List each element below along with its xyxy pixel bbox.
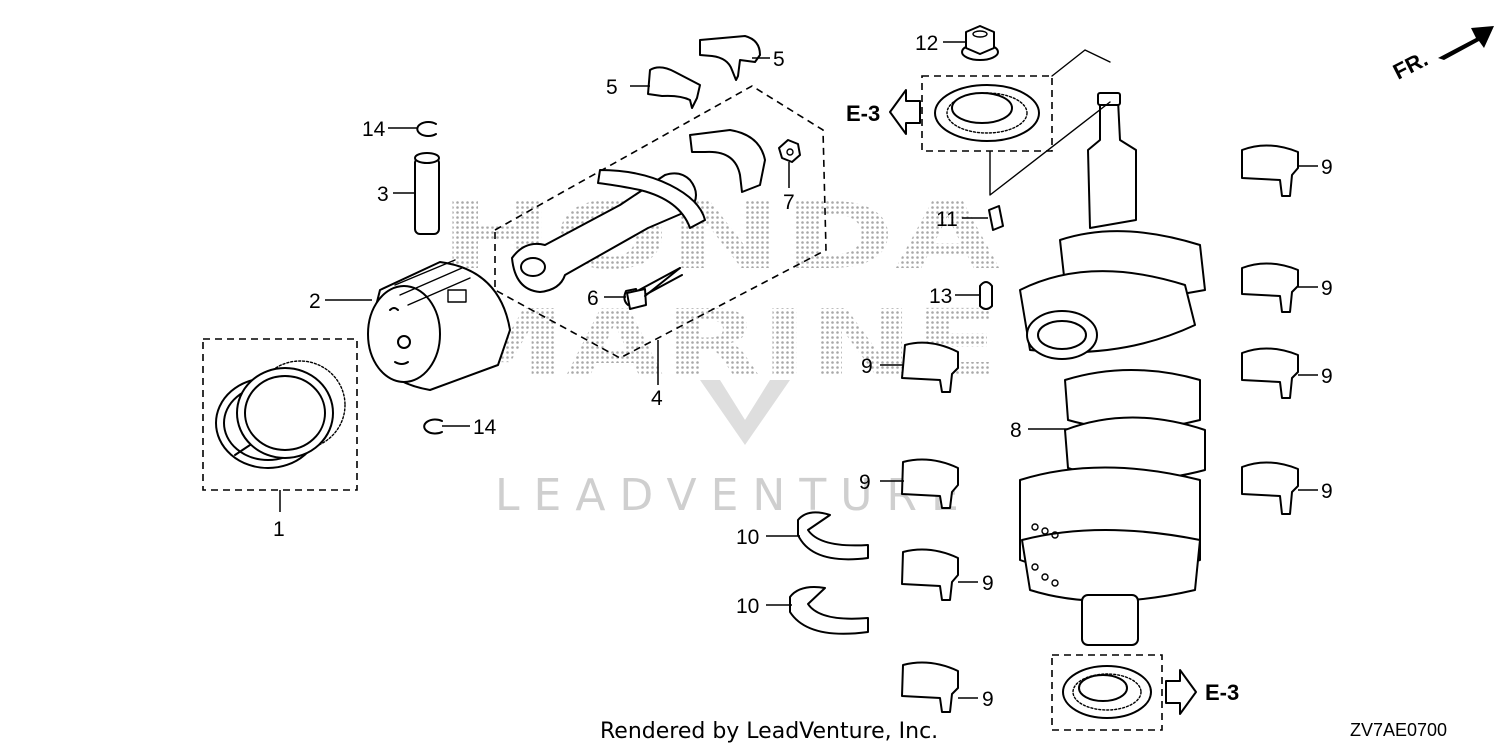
seal-connector-line-2 [1051, 49, 1111, 77]
watermark-logo-mark [700, 380, 790, 445]
callout-5a[interactable]: 5 [773, 48, 785, 71]
part-2-piston[interactable] [367, 259, 511, 391]
callout-4[interactable]: 4 [651, 387, 663, 410]
front-marker-label: FR. [1389, 46, 1432, 84]
part-7-rod-nut[interactable] [778, 139, 801, 163]
oil-seal-top[interactable] [921, 75, 1053, 152]
part-12-flange-nut[interactable] [961, 25, 999, 61]
part-5-rod-bearing-top[interactable] [699, 35, 761, 81]
callouts: 1 2 3 4 5 5 6 7 8 9 9 9 9 9 9 9 9 10 10 … [273, 32, 1333, 711]
callout-13[interactable]: 13 [929, 285, 952, 308]
part-13-pin[interactable] [979, 281, 993, 310]
part-10-thrust-washer-bottom[interactable] [789, 586, 869, 635]
callout-8[interactable]: 8 [1010, 419, 1022, 442]
part-1-piston-rings[interactable] [202, 338, 358, 491]
reference-arrow-bottom[interactable]: E-3 [1165, 669, 1239, 715]
callout-10b[interactable]: 10 [736, 595, 759, 618]
part-14-clip-bottom[interactable] [423, 418, 443, 435]
callout-6[interactable]: 6 [587, 287, 599, 310]
part-9-main-bearing-4[interactable] [1241, 461, 1299, 515]
oil-seal-bottom-box [1051, 654, 1163, 731]
callout-3[interactable]: 3 [377, 183, 389, 206]
callout-9g[interactable]: 9 [982, 572, 994, 595]
part-9-main-bearing-6[interactable] [901, 458, 959, 509]
callout-14a[interactable]: 14 [362, 118, 386, 141]
part-9-main-bearing-5[interactable] [901, 341, 959, 393]
callout-12[interactable]: 12 [915, 32, 938, 55]
front-direction-marker: FR. [1389, 26, 1494, 84]
callout-9f[interactable]: 9 [859, 471, 871, 494]
part-11-key[interactable] [988, 205, 1004, 231]
part-9-main-bearing-8[interactable] [901, 661, 959, 713]
footer-credit: Rendered by LeadVenture, Inc. [600, 719, 938, 744]
part-6-rod-bolt[interactable] [626, 267, 681, 310]
callout-1[interactable]: 1 [273, 518, 285, 541]
part-9-main-bearing-3[interactable] [1241, 347, 1299, 399]
callout-2[interactable]: 2 [309, 290, 321, 313]
seal-connector-line [989, 101, 1111, 196]
part-4-group-box [494, 85, 827, 359]
callout-9c[interactable]: 9 [1321, 365, 1333, 388]
part-9-main-bearing-2[interactable] [1241, 262, 1299, 313]
reference-bottom-label: E-3 [1205, 680, 1239, 705]
callout-7[interactable]: 7 [783, 191, 795, 214]
callout-9b[interactable]: 9 [1321, 277, 1333, 300]
callout-9d[interactable]: 9 [1321, 480, 1333, 503]
part-10-thrust-washer-top[interactable] [797, 511, 869, 561]
oil-seal-bottom[interactable] [1051, 654, 1163, 731]
callout-5b[interactable]: 5 [606, 76, 618, 99]
callout-10a[interactable]: 10 [736, 526, 759, 549]
callout-11[interactable]: 11 [936, 208, 958, 231]
part-8-crankshaft[interactable] [1019, 92, 1206, 646]
watermark-company: LEADVENTURE [495, 470, 973, 521]
part-14-clip-top[interactable] [416, 121, 437, 137]
callout-9h[interactable]: 9 [982, 688, 994, 711]
oil-seal-top-box [921, 75, 1053, 152]
part-1-group-box [202, 338, 358, 491]
callout-9a[interactable]: 9 [1321, 156, 1333, 179]
part-9-main-bearing-1[interactable] [1241, 144, 1299, 197]
callout-14b[interactable]: 14 [473, 416, 497, 439]
part-3-piston-pin[interactable] [414, 152, 440, 235]
front-arrow-icon [1438, 26, 1494, 60]
leader-lines [279, 41, 1318, 699]
callout-9e[interactable]: 9 [861, 355, 873, 378]
part-9-main-bearing-7[interactable] [901, 548, 959, 601]
reference-top-label: E-3 [846, 101, 880, 126]
reference-arrow-top[interactable]: E-3 [846, 89, 921, 135]
part-5-rod-bearing-left[interactable] [647, 66, 701, 109]
diagram-code: ZV7AE0700 [1350, 720, 1447, 740]
